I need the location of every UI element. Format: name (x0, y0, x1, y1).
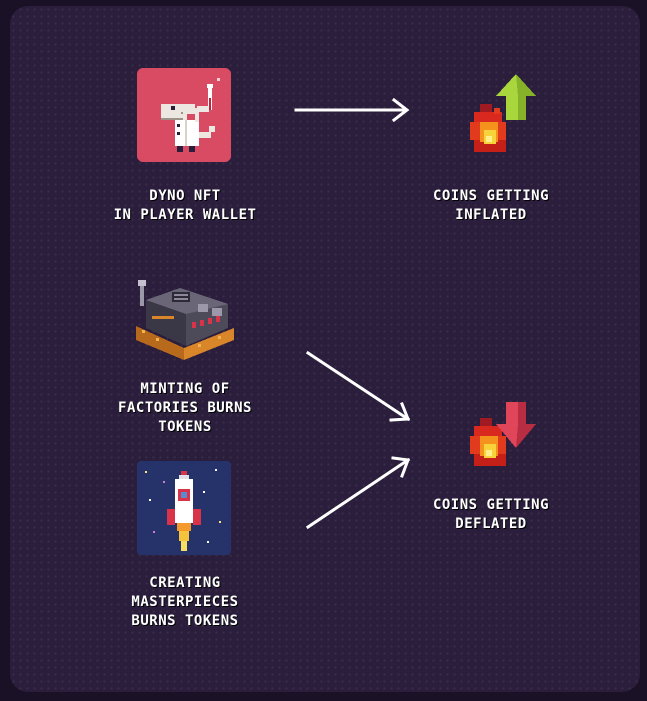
deflated-label: COINS GETTING DEFLATED (432, 497, 550, 532)
inflated-label: COINS GETTING INFLATED (432, 188, 550, 223)
rocket-icon (137, 461, 231, 555)
dyno-nft-label: DYNO NFT IN PLAYER WALLET (113, 188, 257, 223)
fire-coin-up-icon (466, 74, 540, 162)
diagram-panel (10, 6, 640, 692)
arrow-dyno-to-inflated (294, 97, 410, 123)
factory-label: MINTING OF FACTORIES BURNS TOKENS (118, 381, 252, 435)
arrow-factory-to-deflated (305, 350, 411, 422)
fire-coin-down-icon (466, 402, 540, 472)
factory-icon (132, 278, 237, 360)
dyno-nft-icon (137, 68, 231, 162)
masterpiece-label: CREATING MASTERPIECES BURNS TOKENS (131, 575, 239, 629)
arrow-masterpiece-to-deflated (305, 456, 411, 530)
